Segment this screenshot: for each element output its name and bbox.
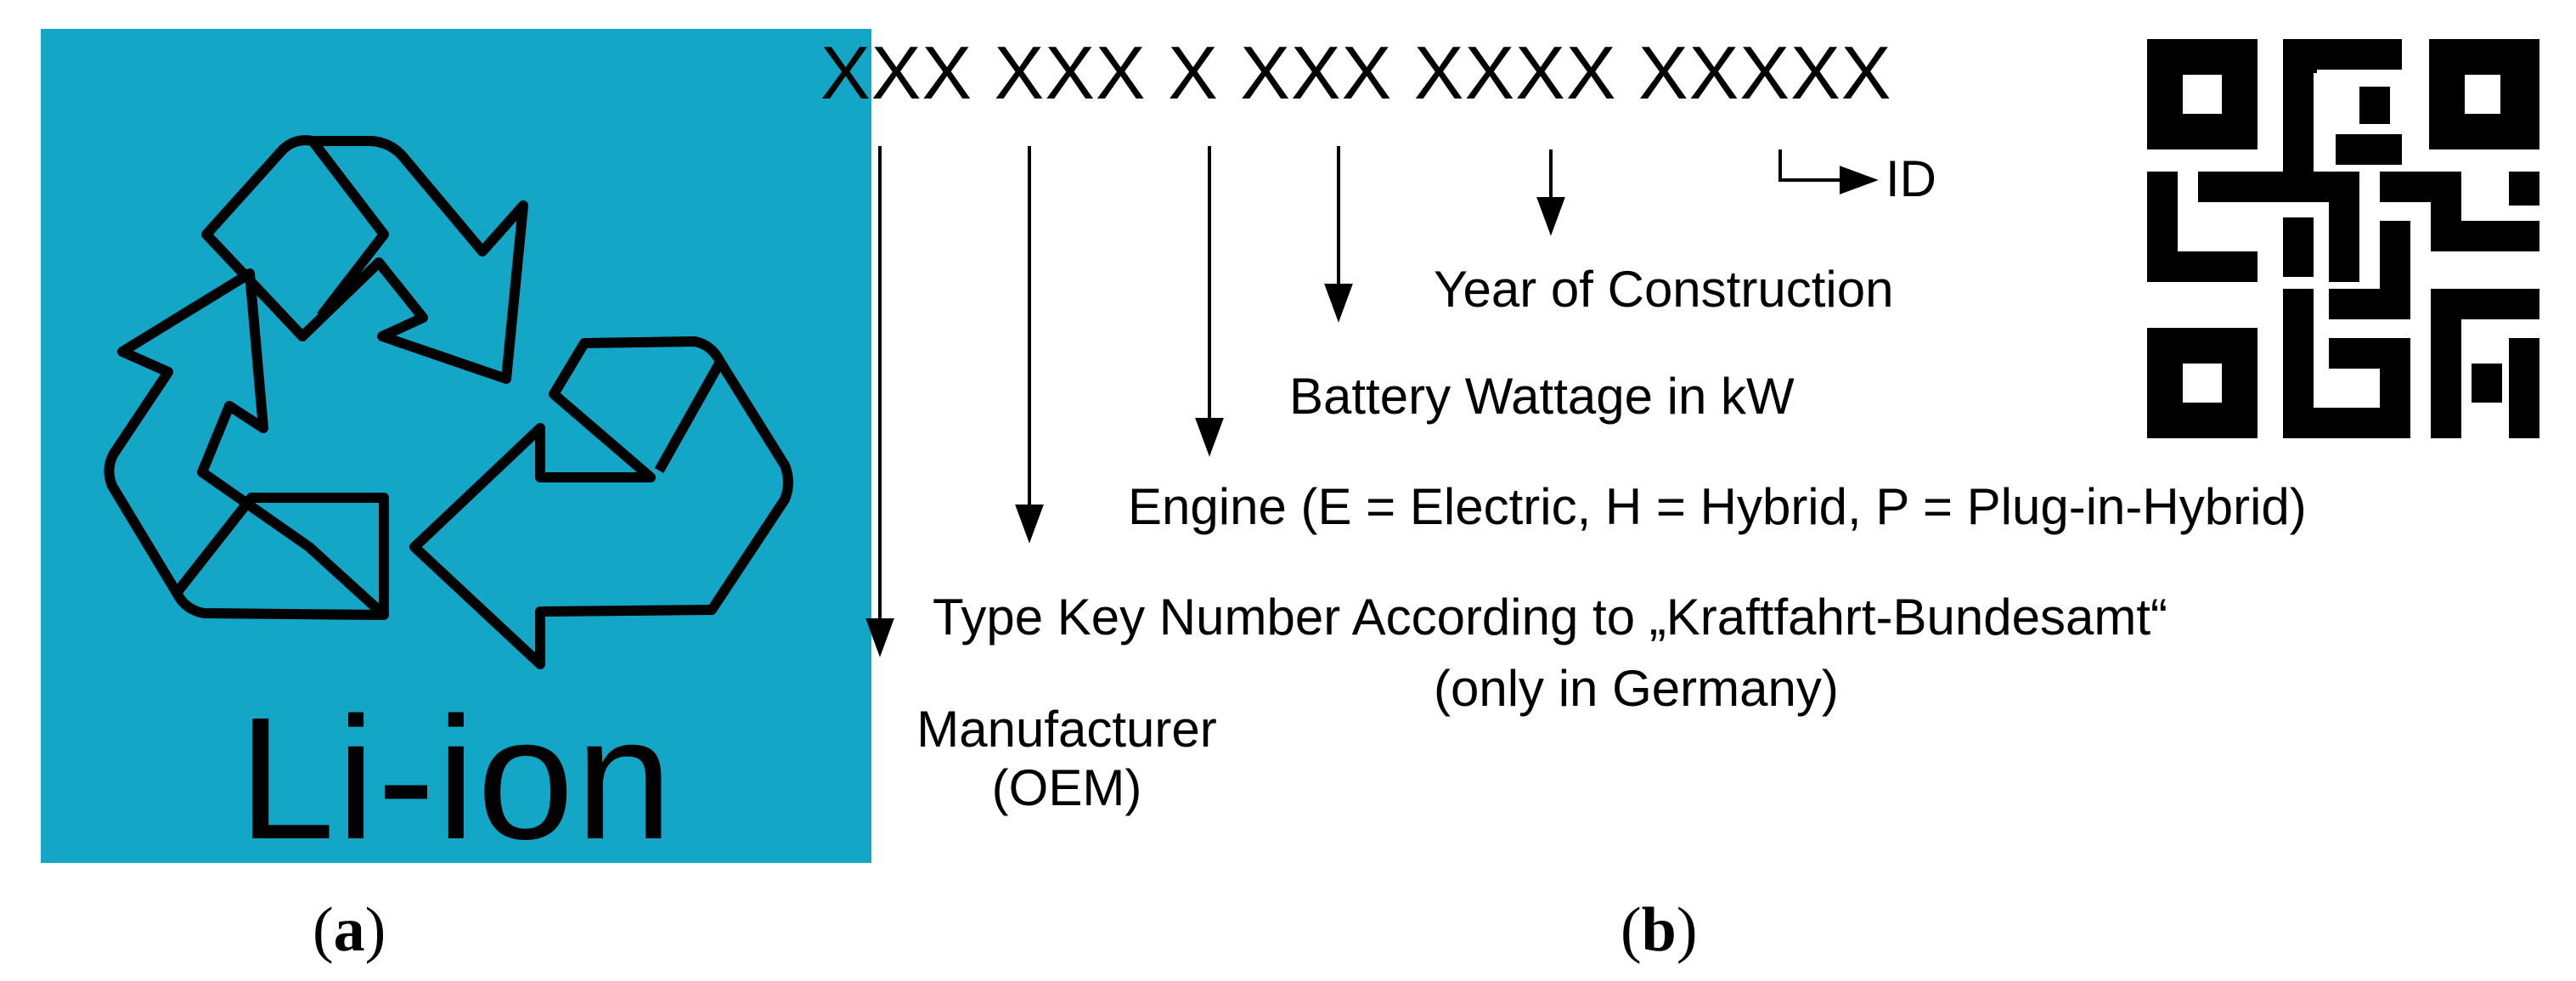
label-type-key-note: (only in Germany) (1434, 660, 1839, 717)
li-ion-label: Li-ion (238, 681, 674, 876)
qr-code-icon (2147, 39, 2539, 438)
label-battery-wattage: Battery Wattage in kW (1289, 368, 1795, 425)
recycle-icon (104, 135, 793, 669)
label-manufacturer: Manufacturer (OEM) (880, 700, 1254, 817)
arrowhead-type-key (1015, 505, 1044, 544)
arrowhead-engine (1195, 418, 1224, 457)
label-engine: Engine (E = Electric, H = Hybrid, P = Pl… (1128, 478, 2307, 535)
battery-label-panel: Li-ion (41, 29, 871, 876)
code-format: XXX XXX X XXX XXXX XXXXX (820, 31, 1892, 115)
label-type-key-number: Type Key Number According to „Kraftfahrt… (933, 589, 2167, 646)
caption-b-letter: b (1641, 895, 1677, 965)
label-manufacturer-line1: Manufacturer (916, 701, 1217, 758)
label-id: ID (1885, 150, 1936, 207)
caption-a-letter: a (333, 895, 365, 965)
caption-b: (b) (1621, 895, 1698, 965)
arrow-id (1778, 149, 1848, 182)
label-year-of-construction: Year of Construction (1434, 261, 1894, 318)
arrowhead-id (1840, 166, 1879, 195)
label-manufacturer-line2: (OEM) (991, 759, 1142, 816)
arrowhead-wattage (1324, 284, 1353, 323)
caption-a: (a) (313, 895, 386, 965)
arrowhead-manufacturer (865, 618, 894, 657)
arrowhead-year (1536, 197, 1565, 236)
